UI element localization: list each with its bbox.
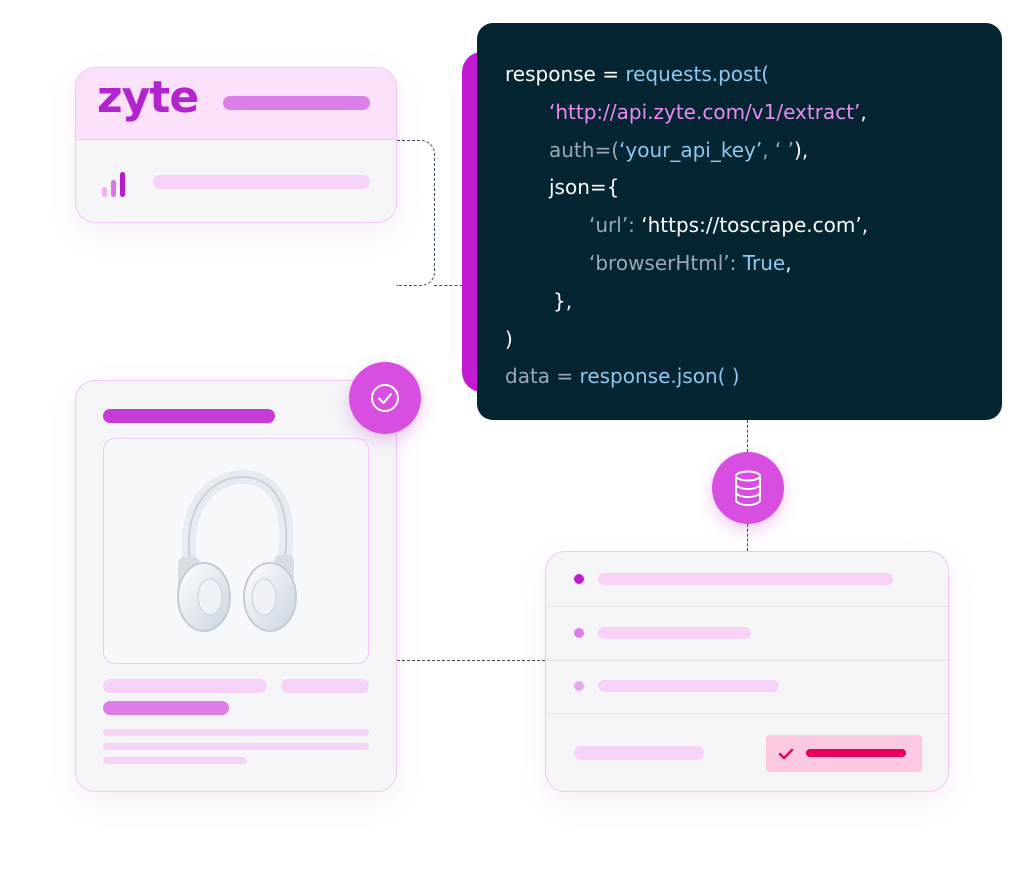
code-line: data = response.json( ) — [505, 362, 740, 390]
zyte-logo: zyte — [97, 72, 199, 123]
product-desc-line — [103, 743, 369, 750]
list-item-bar — [598, 680, 779, 692]
footer-placeholder-bar — [574, 746, 704, 760]
code-token: True — [742, 251, 786, 275]
code-line: json={ — [549, 173, 619, 201]
zyte-card: zyte — [75, 67, 397, 223]
checkmark-icon — [778, 748, 794, 760]
bullet-dot — [574, 681, 584, 691]
connector-line — [747, 420, 748, 452]
bullet-dot — [574, 628, 584, 638]
connector-line — [397, 660, 545, 661]
header-placeholder-bar — [223, 96, 370, 110]
check-circle-icon — [349, 362, 421, 434]
code-token: ‘http://api.zyte.com/v1/extract’ — [549, 99, 861, 124]
product-price-bar — [103, 701, 229, 715]
code-token: requests.post( — [625, 62, 770, 86]
code-line: ‘url’: ‘https://toscrape.com’, — [589, 211, 868, 239]
data-card — [545, 551, 949, 792]
product-text-bar — [103, 679, 267, 693]
list-item — [546, 552, 948, 607]
code-token: ) — [505, 326, 513, 351]
bullet-dot — [574, 574, 584, 584]
product-text-bar — [281, 679, 369, 693]
headphones-icon — [177, 469, 297, 632]
product-desc-line — [103, 757, 247, 764]
code-line: auth=(‘your_api_key’, ‘ ’), — [549, 136, 808, 164]
list-item-bar — [598, 573, 893, 585]
product-image — [103, 438, 369, 664]
connector-line — [397, 140, 435, 286]
code-token: auth=( — [549, 137, 620, 162]
code-line: ‘http://api.zyte.com/v1/extract’, — [549, 98, 867, 126]
code-line: ‘browserHtml’: True, — [589, 249, 792, 277]
status-badge — [766, 735, 922, 772]
code-token: ), — [794, 137, 809, 162]
list-item-bar — [598, 627, 751, 639]
product-desc-line — [103, 729, 369, 736]
database-icon — [712, 452, 784, 524]
connector-line — [747, 524, 748, 551]
signal-bars-icon — [102, 171, 132, 197]
status-bar — [806, 749, 906, 757]
code-line: }, — [553, 287, 572, 315]
code-token: ‘browserHtml’: — [589, 251, 743, 275]
code-panel: response = requests.post( ‘http://api.zyt… — [477, 23, 1002, 420]
code-token: ‘https://toscrape.com’ — [641, 213, 862, 238]
code-token: , — [860, 99, 867, 124]
list-item — [546, 607, 948, 661]
code-token: ‘url’: — [589, 213, 642, 238]
code-token: response = — [505, 62, 626, 86]
code-token: }, — [553, 288, 573, 313]
zyte-card-header: zyte — [76, 68, 396, 140]
code-token: , ‘ ’ — [762, 137, 795, 162]
code-token: json={ — [549, 175, 620, 200]
code-token: response.json( ) — [579, 364, 740, 389]
body-placeholder-bar — [153, 175, 370, 189]
code-token: , — [861, 213, 869, 238]
code-token: ‘your_api_key’ — [619, 137, 763, 162]
connector-line — [434, 285, 478, 286]
product-title-bar — [103, 409, 275, 423]
code-token: data = — [505, 364, 580, 389]
code-line: response = requests.post( — [505, 60, 769, 88]
code-line: ) — [505, 325, 513, 353]
product-card — [75, 380, 397, 792]
code-token: , — [785, 251, 792, 275]
list-item — [546, 661, 948, 714]
